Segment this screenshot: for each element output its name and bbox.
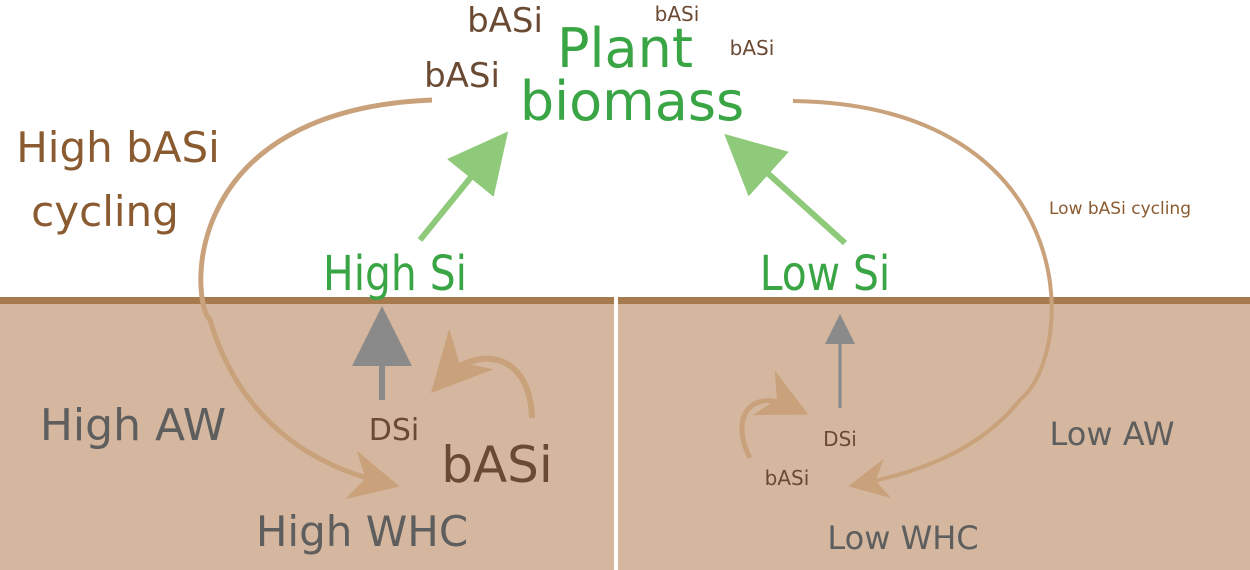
- basi-label-top-1: bASi: [467, 1, 543, 41]
- high-basi-cycling-line2: cycling: [31, 187, 179, 236]
- high-dsi-label: DSi: [369, 413, 419, 448]
- plant-biomass-line1: Plant: [557, 17, 693, 80]
- high-basi-cycling-line1: High bASi: [16, 123, 220, 172]
- plant-biomass-line2: biomass: [520, 70, 744, 133]
- high-si-label: High Si: [323, 246, 467, 302]
- basi-label-top-2: bASi: [424, 56, 500, 96]
- low-si-label: Low Si: [760, 246, 891, 302]
- soil-surface-line-right: [618, 297, 1250, 304]
- low-cycle-arrow: [792, 99, 1054, 499]
- soil-surface-line-left: [0, 297, 614, 304]
- low-basi-recycle-arrow: [739, 370, 809, 460]
- high-whc-label: High WHC: [256, 507, 468, 556]
- low-dsi-label: DSi: [823, 427, 857, 451]
- basi-label-top-3: bASi: [655, 2, 700, 26]
- soil-right-panel: [618, 300, 1250, 570]
- high-cycle-arrow: [198, 97, 433, 500]
- low-si-uptake-arrow: [724, 133, 848, 246]
- low-basi-cycling-label: Low bASi cycling: [1049, 199, 1191, 219]
- low-basi-soil-label: bASi: [765, 466, 810, 490]
- high-aw-label: High AW: [40, 400, 226, 451]
- high-basi-soil-label: bASi: [441, 436, 553, 494]
- low-aw-label: Low AW: [1050, 415, 1175, 453]
- high-basi-recycle-arrow: [430, 328, 535, 419]
- soil-left-panel: [0, 300, 614, 570]
- high-si-uptake-arrow: [417, 131, 509, 242]
- low-whc-label: Low WHC: [827, 519, 978, 557]
- basi-label-top-4: bASi: [730, 36, 775, 60]
